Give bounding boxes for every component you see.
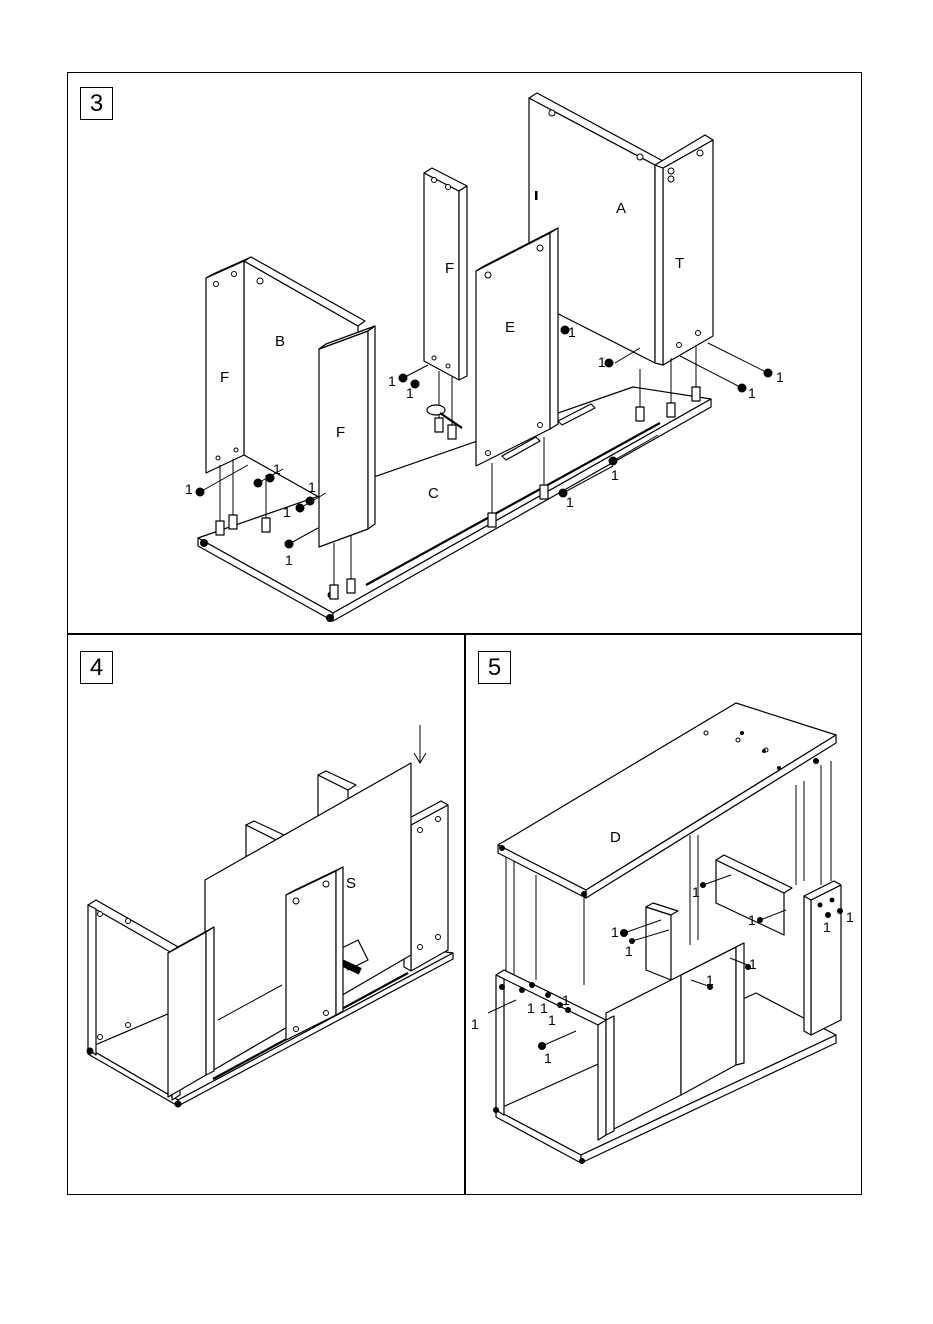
svg-text:1: 1 xyxy=(748,912,756,928)
svg-text:1: 1 xyxy=(308,479,316,495)
part-label-F-center: F xyxy=(445,260,454,277)
svg-text:1: 1 xyxy=(776,369,784,385)
svg-text:1: 1 xyxy=(598,354,606,370)
svg-text:1: 1 xyxy=(611,467,619,483)
svg-text:1: 1 xyxy=(749,956,757,972)
part-label-T: T xyxy=(675,255,684,272)
step-4-diagram: S xyxy=(68,635,466,1196)
svg-text:1: 1 xyxy=(692,884,700,900)
svg-text:1: 1 xyxy=(846,909,854,925)
svg-text:1: 1 xyxy=(548,1012,556,1028)
svg-text:1: 1 xyxy=(625,943,633,959)
panel-T xyxy=(655,135,713,365)
panel-F-left xyxy=(206,257,251,473)
step-4-panel: 4 xyxy=(67,634,465,1195)
part-label-E: E xyxy=(505,319,515,336)
svg-text:1: 1 xyxy=(185,481,193,497)
svg-text:1: 1 xyxy=(566,494,574,510)
allen-key-icon xyxy=(427,405,462,428)
svg-text:1: 1 xyxy=(540,1000,548,1016)
svg-text:1: 1 xyxy=(568,324,576,340)
part-label-S: S xyxy=(346,875,356,892)
svg-text:1: 1 xyxy=(562,992,570,1008)
part-label-F-left: F xyxy=(220,369,229,386)
panel-F-front xyxy=(319,326,375,547)
svg-text:1: 1 xyxy=(748,385,756,401)
svg-text:1: 1 xyxy=(285,552,293,568)
step-5-diagram: D 1 1 1 1 1 1 1 1 1 1 1 1 1 1 xyxy=(466,635,863,1196)
part-label-D: D xyxy=(610,829,621,846)
part-label-B: B xyxy=(275,333,285,350)
svg-text:1: 1 xyxy=(611,924,619,940)
svg-text:1: 1 xyxy=(544,1050,552,1066)
svg-text:1: 1 xyxy=(527,1000,535,1016)
svg-text:1: 1 xyxy=(388,373,396,389)
part-label-A: A xyxy=(616,200,626,217)
part-label-F-front: F xyxy=(336,424,345,441)
svg-text:1: 1 xyxy=(273,461,281,477)
step-3-number: 3 xyxy=(80,87,113,120)
step-3-diagram: A T F E B F F C 1 1 1 1 1 1 1 1 1 1 1 1 xyxy=(68,73,863,635)
step-4-number: 4 xyxy=(80,651,113,684)
svg-text:1: 1 xyxy=(823,919,831,935)
step-5-panel: 5 xyxy=(465,634,862,1195)
arrow-down-icon xyxy=(414,725,426,763)
step-3-panel: 3 xyxy=(67,72,862,634)
part-label-C: C xyxy=(428,485,439,502)
svg-text:1: 1 xyxy=(471,1016,479,1032)
svg-text:1: 1 xyxy=(706,972,714,988)
svg-text:1: 1 xyxy=(406,385,414,401)
svg-text:1: 1 xyxy=(283,504,291,520)
step-5-number: 5 xyxy=(478,651,511,684)
